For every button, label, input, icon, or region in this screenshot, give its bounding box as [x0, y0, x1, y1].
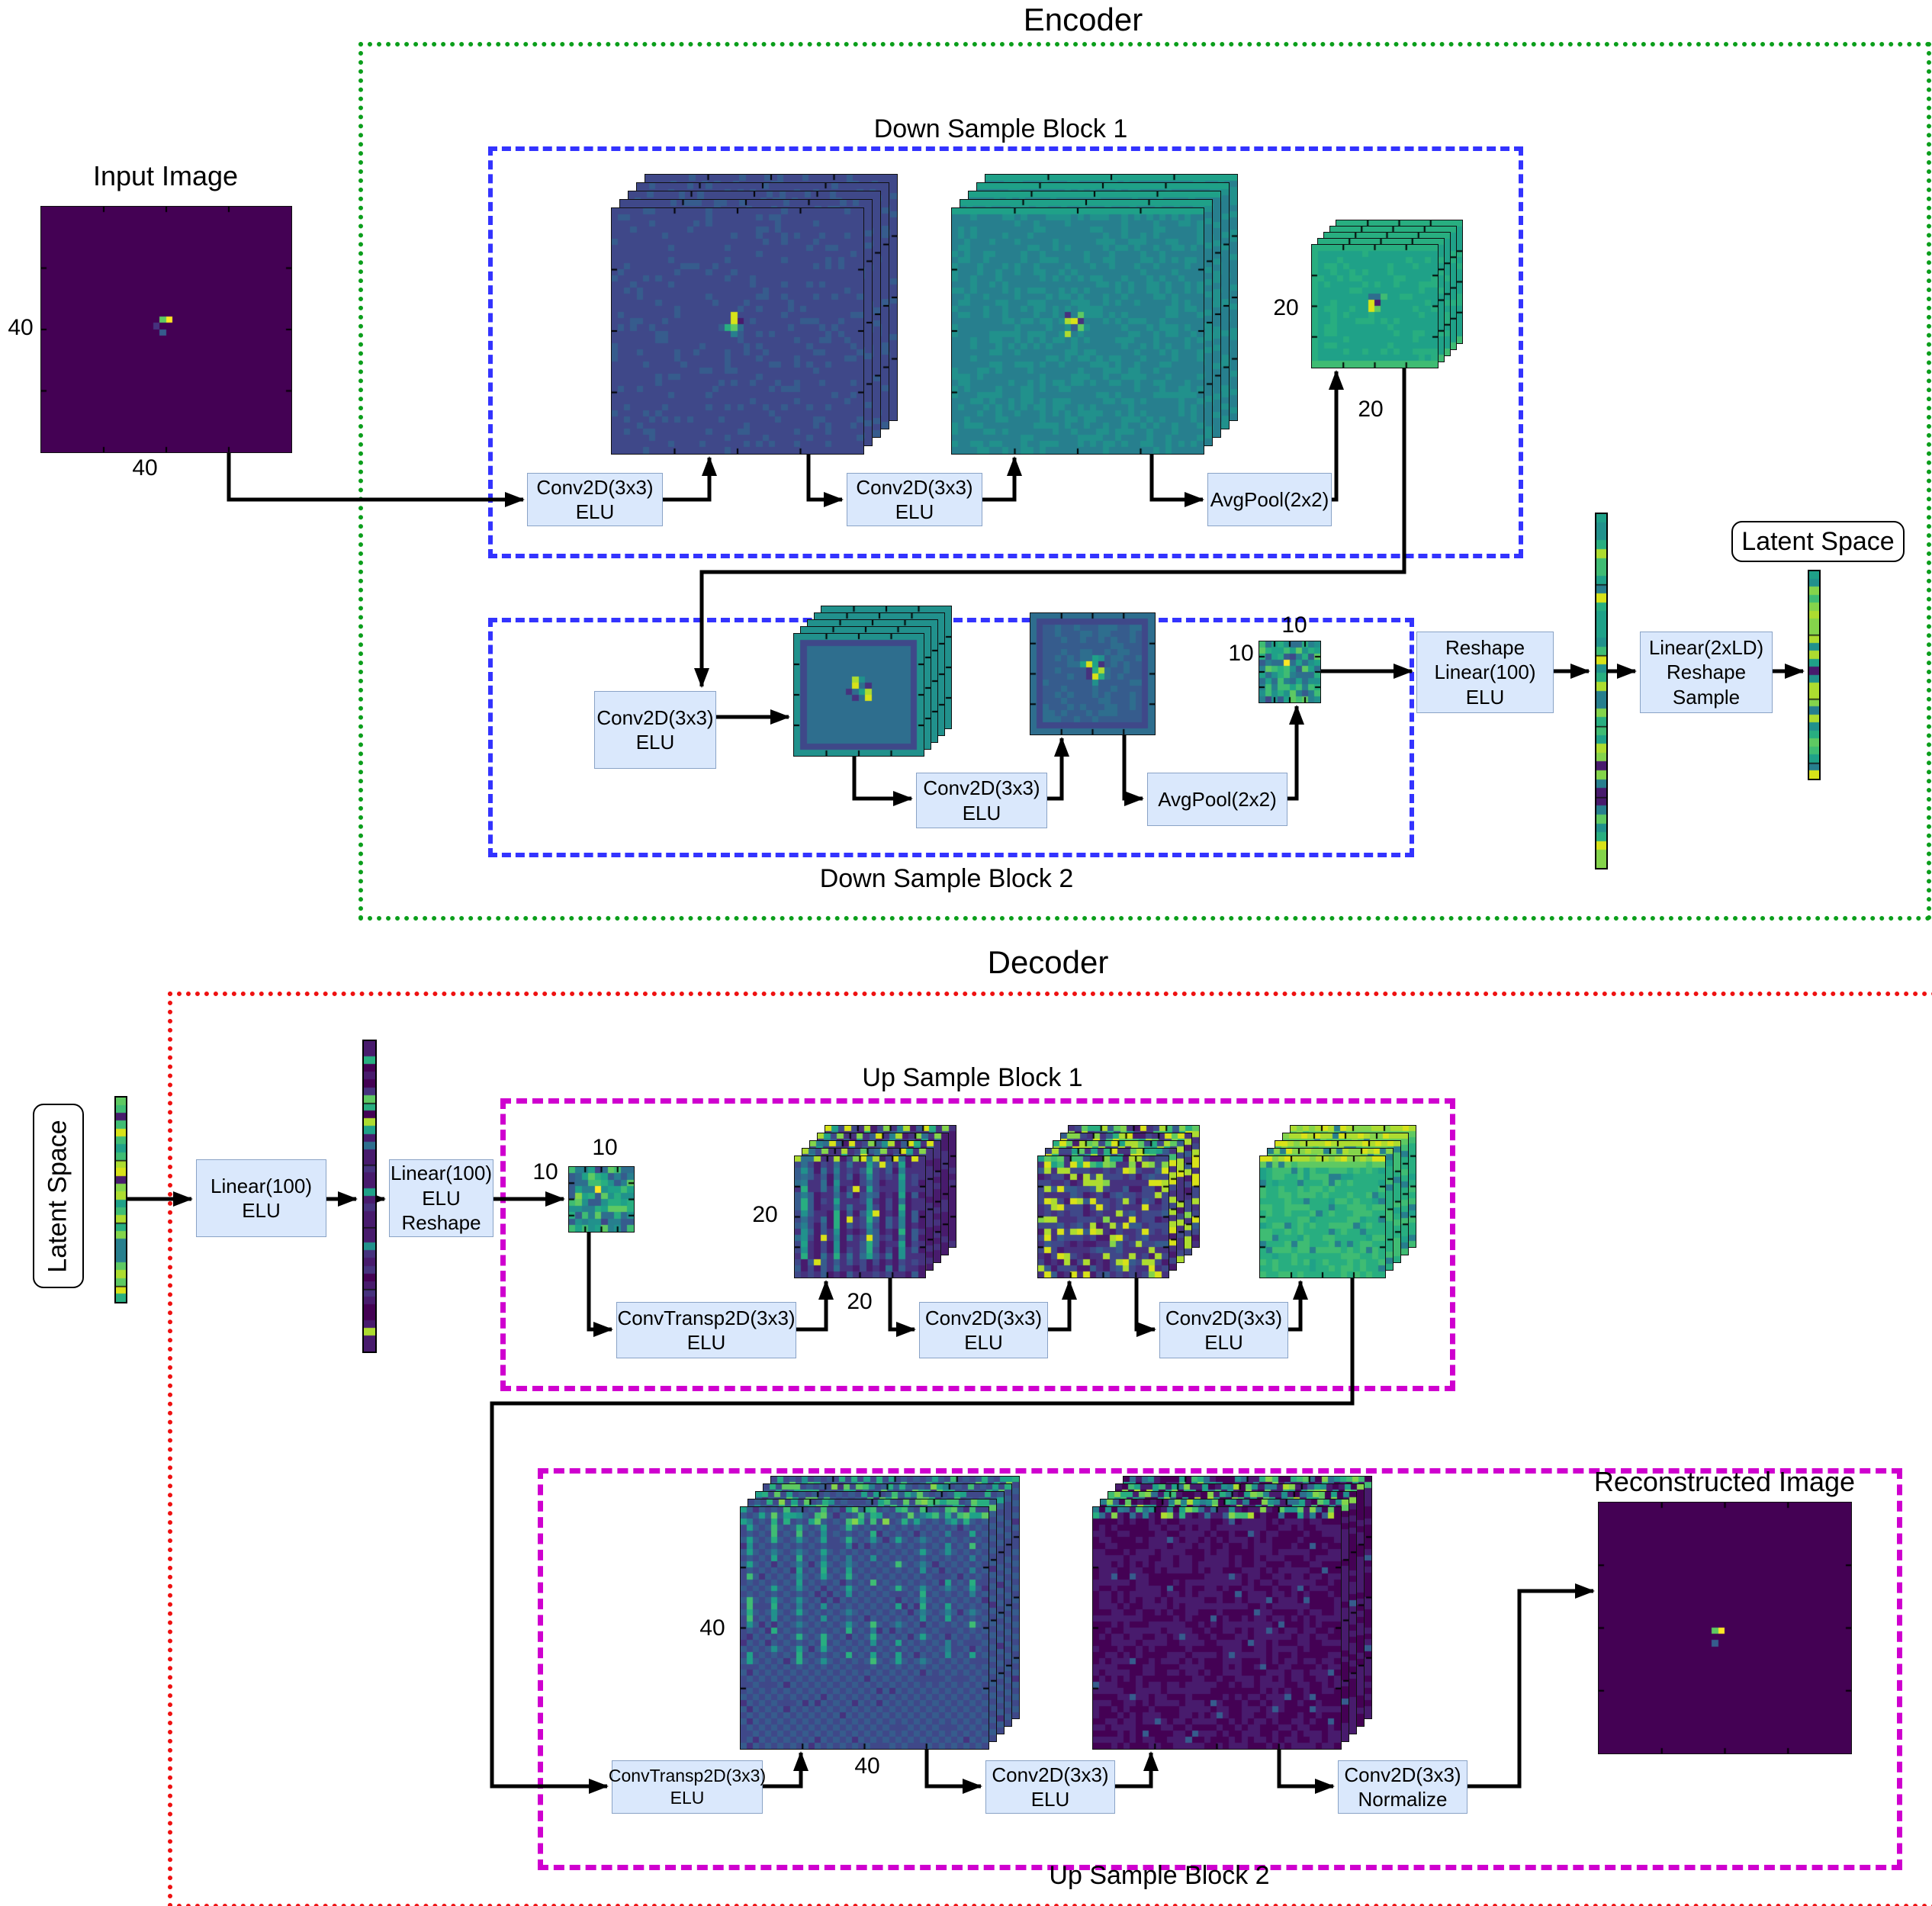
- enc-avgpool-1: AvgPool(2x2): [1207, 473, 1332, 526]
- enc-conv2d-3: Conv2D(3x3) ELU: [594, 691, 716, 769]
- dec-usb1-stack-c: [1259, 1155, 1386, 1278]
- dec-conv2d-normalize: Conv2D(3x3) Normalize: [1338, 1760, 1467, 1814]
- input-width-40: 40: [132, 455, 158, 481]
- enc-vector-100: [1595, 513, 1608, 869]
- dec-usb2-stack-b: [1092, 1506, 1342, 1750]
- enc-conv2d-2: Conv2D(3x3) ELU: [847, 473, 982, 526]
- enc-reshape-linear: Reshape Linear(100) ELU: [1416, 632, 1554, 713]
- input-image: [40, 206, 292, 453]
- enc-avgpool-2: AvgPool(2x2): [1147, 773, 1287, 826]
- enc-stack20-height-20: 20: [1273, 295, 1299, 320]
- enc-img10-height-10: 10: [1228, 641, 1254, 666]
- enc-featmaps-20: [1311, 244, 1439, 368]
- encoder-latent-space-text: Latent Space: [1741, 526, 1895, 556]
- dec-linear-1: Linear(100) ELU: [196, 1159, 326, 1237]
- enc-b2-featmaps-20: [793, 633, 924, 757]
- decoder-latent-space-label: Latent Space: [33, 1104, 84, 1288]
- usb2-stack-height-40: 40: [699, 1615, 725, 1641]
- dec-conv2d-2: Conv2D(3x3) ELU: [1159, 1302, 1288, 1358]
- dec-latent-vector: [114, 1096, 127, 1303]
- dec-usb1-stack-a: [794, 1155, 926, 1278]
- dec-linear-reshape: Linear(100) ELU Reshape: [389, 1159, 493, 1237]
- down-sample-block-2-label: Down Sample Block 2: [819, 864, 1074, 893]
- up-sample-block-2-label: Up Sample Block 2: [1049, 1861, 1270, 1890]
- encoder-title: Encoder: [1023, 2, 1143, 37]
- enc-featmaps-40-a: [611, 207, 864, 455]
- decoder-region: [168, 992, 1932, 1906]
- up-sample-block-1-label: Up Sample Block 1: [862, 1063, 1083, 1092]
- enc-conv2d-4: Conv2D(3x3) ELU: [916, 773, 1047, 828]
- reconstructed-image-title: Reconstructed Image: [1593, 1466, 1856, 1497]
- dec-featmap-10: [568, 1166, 635, 1233]
- dec-vector-100: [362, 1040, 377, 1353]
- enc-conv2d-1: Conv2D(3x3) ELU: [527, 473, 663, 526]
- decoder-title: Decoder: [987, 944, 1109, 980]
- reconstructed-image: [1598, 1502, 1852, 1754]
- dec-img10-width-10: 10: [592, 1135, 618, 1160]
- enc-latent-vector: [1808, 570, 1821, 780]
- input-height-40: 40: [8, 315, 34, 340]
- dec-usb2-stack-a: [740, 1506, 989, 1750]
- enc-img10-width-10: 10: [1281, 612, 1307, 638]
- dec-img10-height-10: 10: [532, 1159, 558, 1184]
- usb2-stack-width-40: 40: [854, 1753, 880, 1779]
- enc-featmaps-40-b: [951, 207, 1204, 455]
- enc-linear-2xld: Linear(2xLD) Reshape Sample: [1640, 632, 1773, 713]
- input-image-title: Input Image: [92, 160, 239, 191]
- dec-convtransp2d-1: ConvTransp2D(3x3) ELU: [616, 1302, 796, 1358]
- enc-featmap-10: [1259, 641, 1321, 703]
- encoder-latent-space-label: Latent Space: [1731, 521, 1905, 562]
- enc-stack20-width-20: 20: [1358, 397, 1384, 422]
- dec-convtransp2d-2: ConvTransp2D(3x3) ELU: [609, 1760, 766, 1814]
- enc-b2-featmap-single: [1030, 612, 1156, 735]
- dec-usb1-stack-b: [1037, 1155, 1169, 1278]
- usb1-stack-width-20: 20: [847, 1289, 873, 1314]
- down-sample-block-1-label: Down Sample Block 1: [873, 114, 1128, 143]
- dec-conv2d-3: Conv2D(3x3) ELU: [985, 1760, 1115, 1814]
- usb1-stack-height-20: 20: [752, 1202, 778, 1227]
- decoder-latent-space-text: Latent Space: [43, 1119, 73, 1273]
- dec-conv2d-1: Conv2D(3x3) ELU: [919, 1302, 1048, 1358]
